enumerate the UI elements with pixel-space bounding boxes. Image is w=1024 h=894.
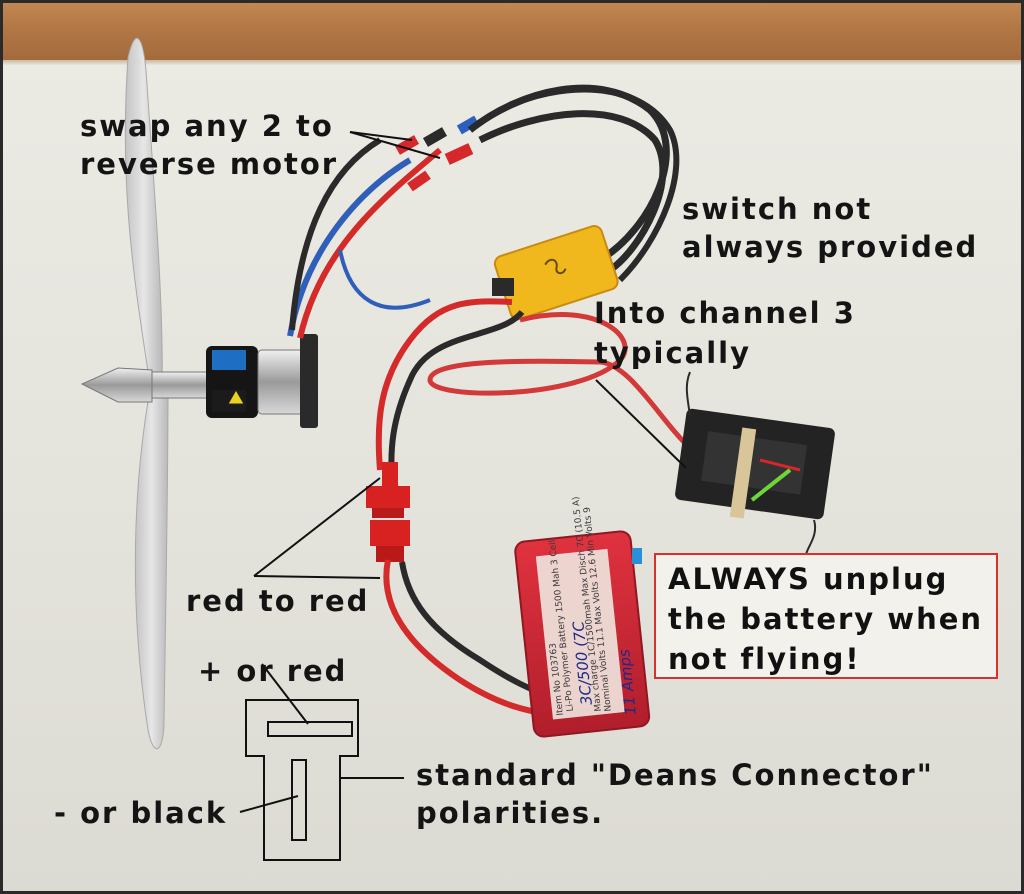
- deans-diagram: [245, 699, 359, 861]
- label-switch-2: always provided: [682, 230, 979, 264]
- wooden-shelf: [0, 0, 1024, 62]
- propeller-blade-bottom: [134, 389, 169, 750]
- label-switch-1: switch not: [682, 192, 873, 226]
- receiver: [675, 371, 835, 561]
- label-channel-2: typically: [594, 336, 752, 370]
- propeller-blade-top: [124, 37, 163, 387]
- label-deans-1: standard "Deans Connector": [416, 758, 934, 792]
- label-minus-black: - or black: [54, 796, 228, 830]
- warning-line-3: not flying!: [668, 642, 861, 676]
- spinner-nut: [80, 367, 153, 403]
- label-reverse-motor-2: reverse motor: [80, 147, 339, 181]
- label-deans-2: polarities.: [416, 796, 605, 830]
- label-channel-1: Into channel 3: [594, 296, 856, 330]
- shelf-edge: [0, 60, 1024, 66]
- label-red-to-red: red to red: [186, 584, 370, 618]
- label-plus-red: + or red: [198, 654, 348, 688]
- battery-pack: [514, 530, 651, 738]
- leader-lines: [239, 131, 687, 813]
- motor-mount: [257, 349, 307, 415]
- warning-box: ALWAYS unplug the battery when not flyin…: [654, 553, 998, 679]
- warning-line-1: ALWAYS unplug: [668, 562, 949, 596]
- label-reverse-motor-1: swap any 2 to: [80, 109, 334, 143]
- prop-adapter: [151, 371, 209, 399]
- warning-line-2: the battery when: [668, 602, 984, 636]
- deans-connector-pair: [366, 462, 410, 562]
